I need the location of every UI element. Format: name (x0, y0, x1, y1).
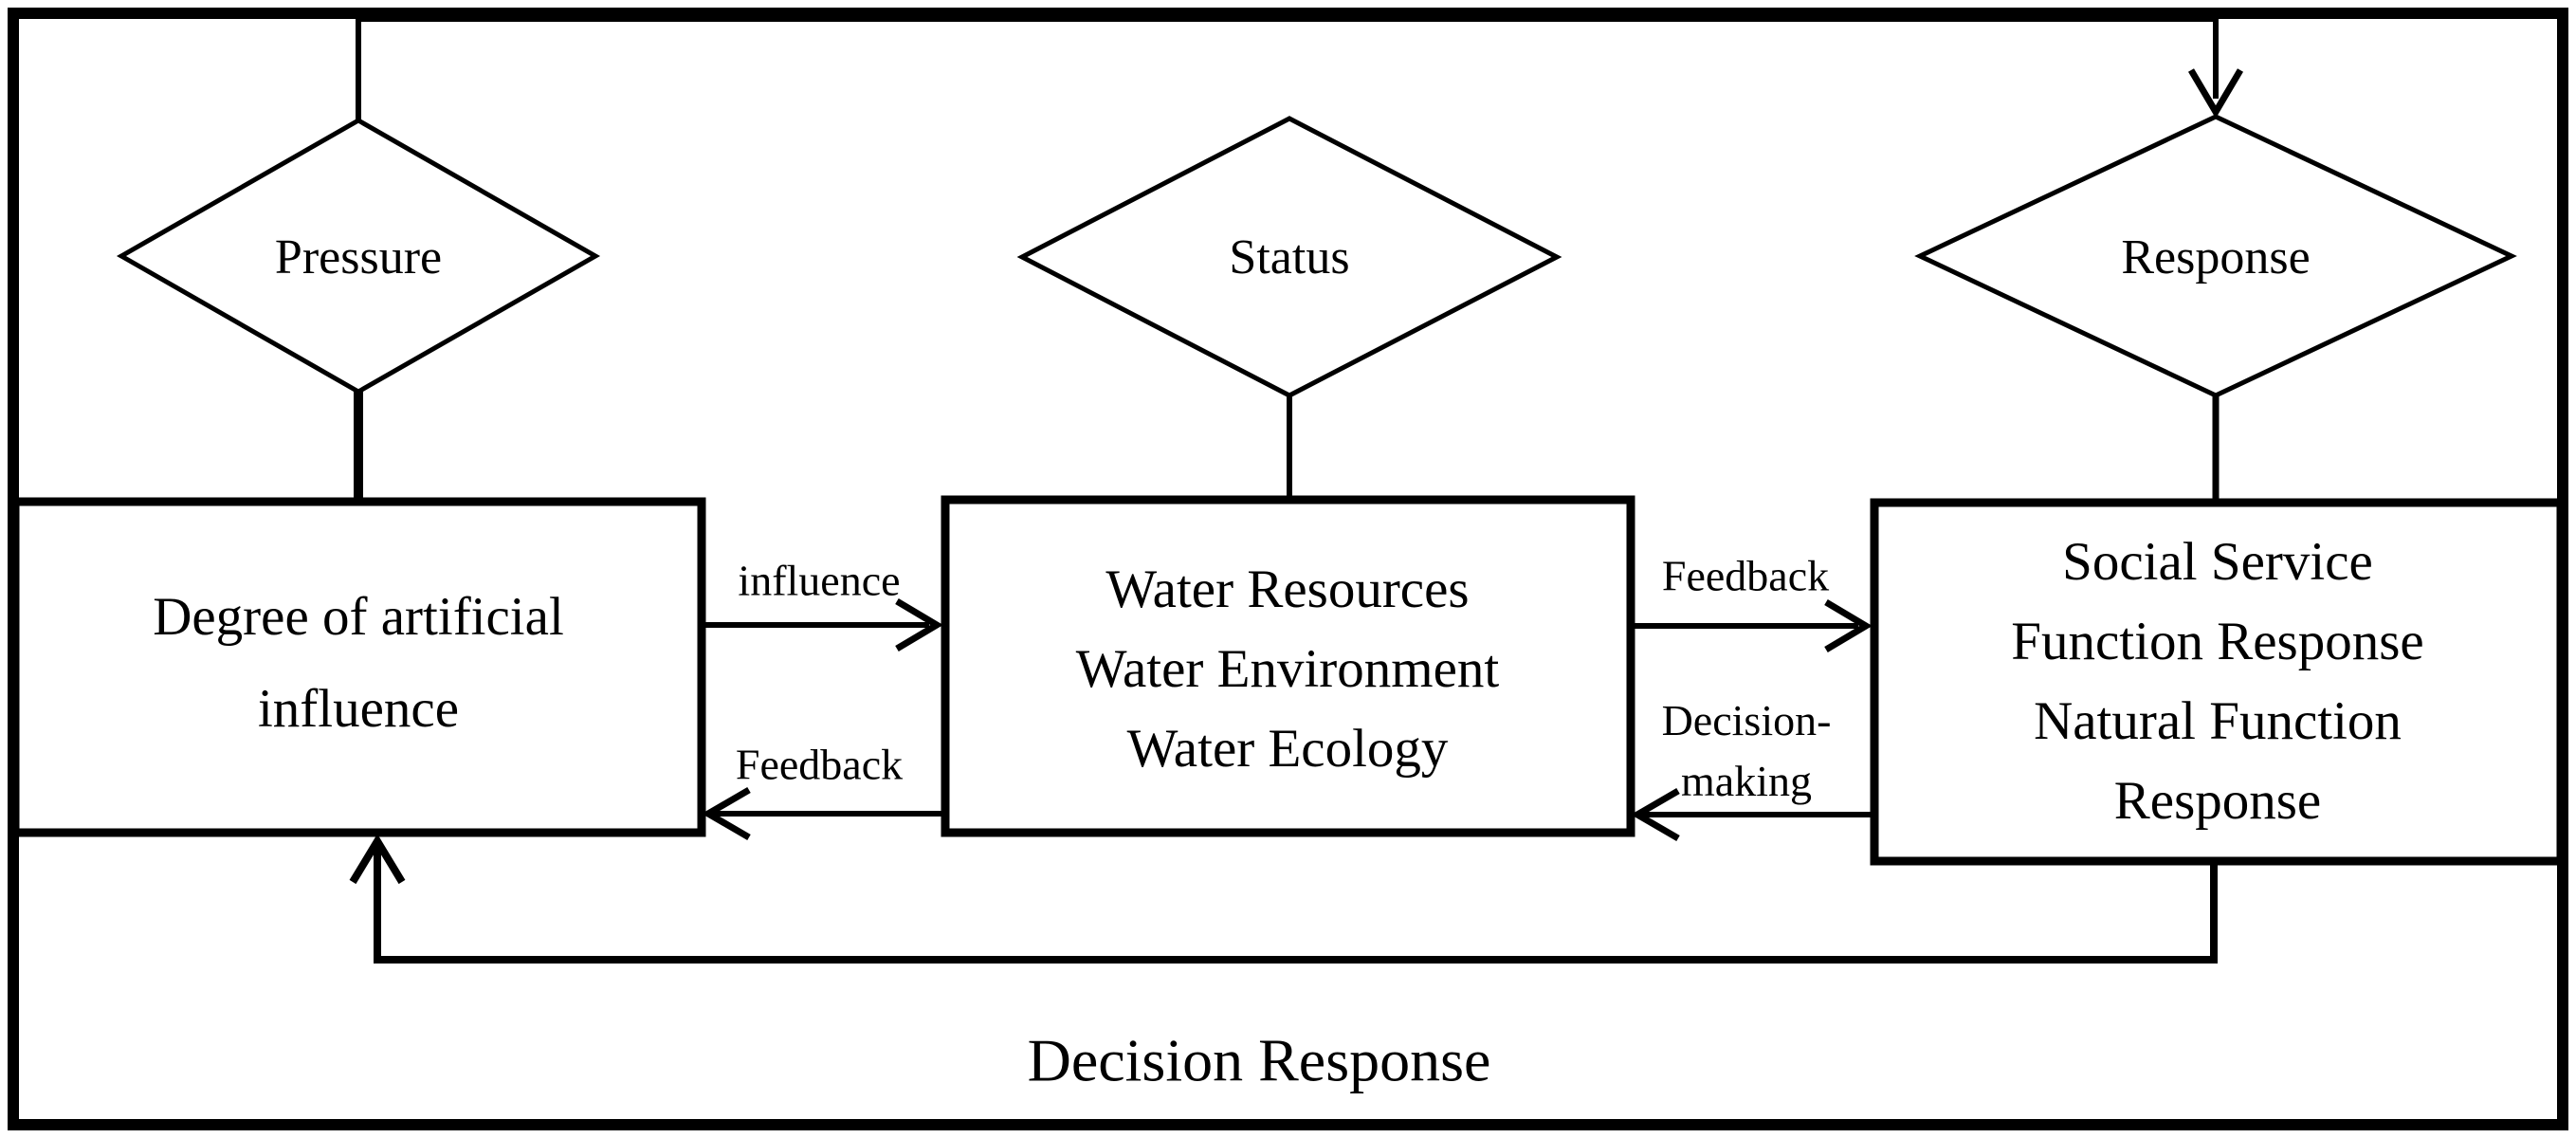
box-text-line: Water Environment (1075, 639, 1500, 699)
pressure-diamond-label: Pressure (274, 229, 443, 284)
feedback-left-arrow-label: Feedback (735, 740, 904, 789)
arrow-right-icon (1824, 598, 1873, 653)
decision-response-loop-connector (374, 840, 2218, 964)
top-loop-connector (356, 16, 2219, 119)
box-text-line: Water Resources (1105, 560, 1470, 619)
decision-making-arrow-label: Decision- making (1662, 690, 1832, 812)
status-diamond-label: Status (1229, 229, 1350, 284)
arrow-up-icon (349, 834, 406, 885)
arrow-left-icon (702, 786, 751, 841)
box-text-line: Social Service (2062, 532, 2373, 592)
water-status-box-text: Water Resources Water Environment Water … (1076, 550, 1500, 789)
box-text-line: Natural Function (2034, 691, 2402, 751)
arrow-down-icon (2187, 68, 2244, 119)
arrow-left-icon (1631, 787, 1680, 842)
decision-making-label-line: making (1681, 757, 1812, 805)
feedback-right-arrow-label: Feedback (1661, 551, 1830, 600)
artificial-influence-box-text: Degree of artificial influence (153, 571, 564, 755)
status-diamond-shape (1016, 116, 1562, 398)
artificial-influence-box-shape (10, 497, 706, 837)
box-text-line: Water Ecology (1126, 719, 1449, 779)
decision-response-caption: Decision Response (1027, 1026, 1491, 1094)
box-text-line: influence (257, 679, 460, 739)
box-text-line: Degree of artificial (153, 587, 564, 647)
response-diamond-label: Response (2121, 229, 2311, 284)
box-text-line: Response (2113, 771, 2322, 831)
arrow-right-icon (895, 597, 943, 652)
water-status-box-shape (941, 495, 1635, 837)
response-functions-box-shape (1870, 498, 2566, 866)
response-diamond-shape (1914, 114, 2517, 398)
influence-arrow-label: influence (738, 556, 901, 605)
pressure-diamond-shape (116, 118, 601, 395)
response-functions-box-text: Social Service Function Response Natural… (2011, 523, 2423, 841)
decision-making-label-line: Decision- (1661, 696, 1832, 744)
box-text-line: Function Response (2011, 612, 2424, 671)
